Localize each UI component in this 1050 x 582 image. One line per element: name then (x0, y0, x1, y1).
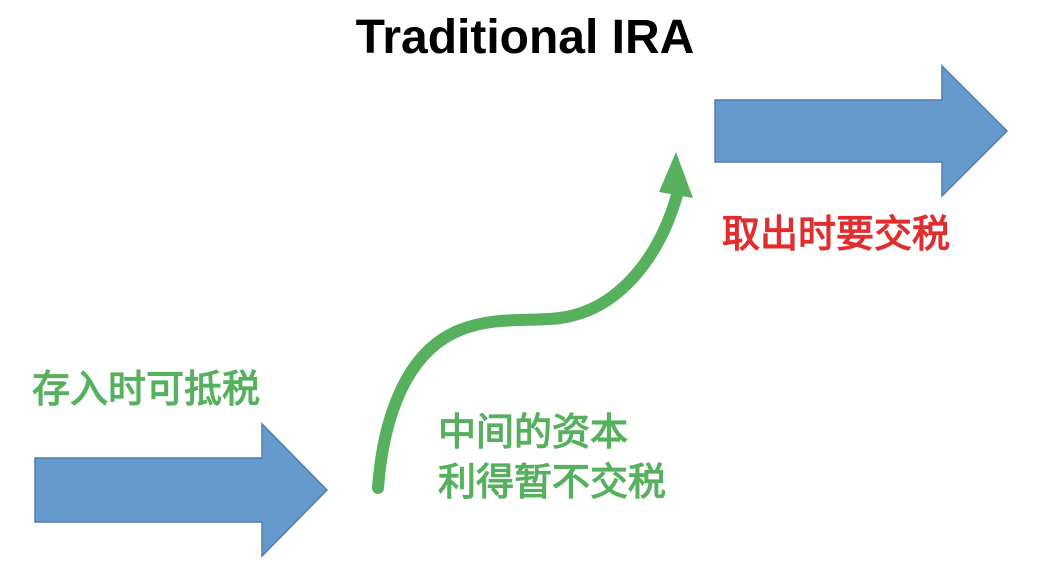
growth-label-line2: 利得暂不交税 (438, 460, 667, 504)
deposit-arrow (34, 422, 329, 558)
diagram-title: Traditional IRA (355, 11, 695, 64)
deposit-label: 存入时可抵税 (32, 367, 261, 411)
withdraw-arrow (714, 64, 1009, 198)
withdraw-label: 取出时要交税 (722, 212, 951, 256)
growth-label-line1: 中间的资本 (438, 410, 629, 454)
growth-arrowhead (659, 152, 693, 198)
growth-curve-arrow (372, 189, 683, 494)
